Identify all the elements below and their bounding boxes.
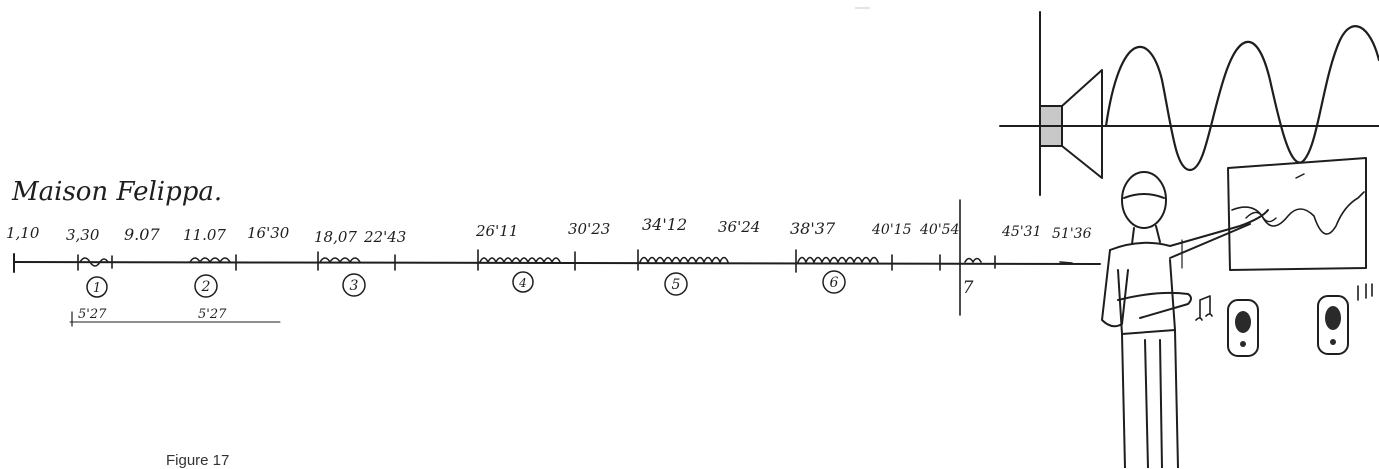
segment-4-mark	[477, 249, 576, 271]
speaker-icon	[1039, 11, 1103, 196]
figure-caption: Figure 17	[166, 452, 230, 469]
segment-number: 6	[830, 275, 839, 291]
segment-7-mark	[939, 199, 1073, 316]
timeline-axis	[13, 261, 1101, 265]
duration-label: 5'27	[198, 307, 227, 322]
time-label: 40'54	[919, 222, 959, 238]
segment-1-mark	[77, 254, 113, 271]
time-label: 36'24	[718, 218, 760, 236]
segment-number: 1	[93, 281, 101, 296]
loudspeaker-box-icon	[1317, 295, 1349, 355]
time-label: 38'37	[790, 219, 836, 238]
time-label: 9.07	[124, 225, 160, 244]
segment-number: 7	[963, 278, 974, 298]
time-label: 1,10	[6, 224, 40, 242]
segment-numbers: 1 2 3 4 5 6 7	[86, 270, 974, 298]
projection-screen-icon	[1227, 157, 1367, 271]
segment-5-mark	[637, 249, 729, 271]
time-label: 11.07	[183, 226, 226, 244]
time-label: 18,07	[314, 228, 357, 246]
time-label: 16'30	[247, 224, 290, 242]
music-note-icon	[1195, 283, 1373, 321]
time-label: 26'11	[475, 222, 518, 240]
loudspeaker-box-icon	[1227, 299, 1259, 357]
segment-number: 4	[518, 276, 527, 290]
time-label: 34'12	[642, 215, 687, 234]
duration-annotations: 5'27 5'27	[69, 307, 281, 327]
segment-3-mark	[317, 251, 396, 271]
segment-number: 3	[350, 278, 359, 294]
segment-number: 2	[201, 279, 211, 295]
diagram-title: Maison Felippa.	[11, 177, 222, 207]
segment-2-mark	[189, 254, 237, 271]
sound-wave-icon	[999, 25, 1379, 172]
time-label: 40'15	[871, 222, 912, 238]
duration-label: 5'27	[78, 307, 107, 322]
presenter-figure	[1101, 171, 1269, 468]
time-label: 30'23	[568, 220, 610, 238]
time-label: 22'43	[363, 228, 406, 246]
time-labels: 1,10 3,30 9.07 11.07 16'30 18,07 22'43 2…	[6, 215, 1092, 246]
segment-6-mark	[795, 249, 893, 273]
segment-number: 5	[672, 277, 681, 293]
time-label: 51'36	[1052, 226, 1092, 242]
time-label: 45'31	[1001, 224, 1041, 240]
time-label: 3,30	[66, 226, 100, 244]
